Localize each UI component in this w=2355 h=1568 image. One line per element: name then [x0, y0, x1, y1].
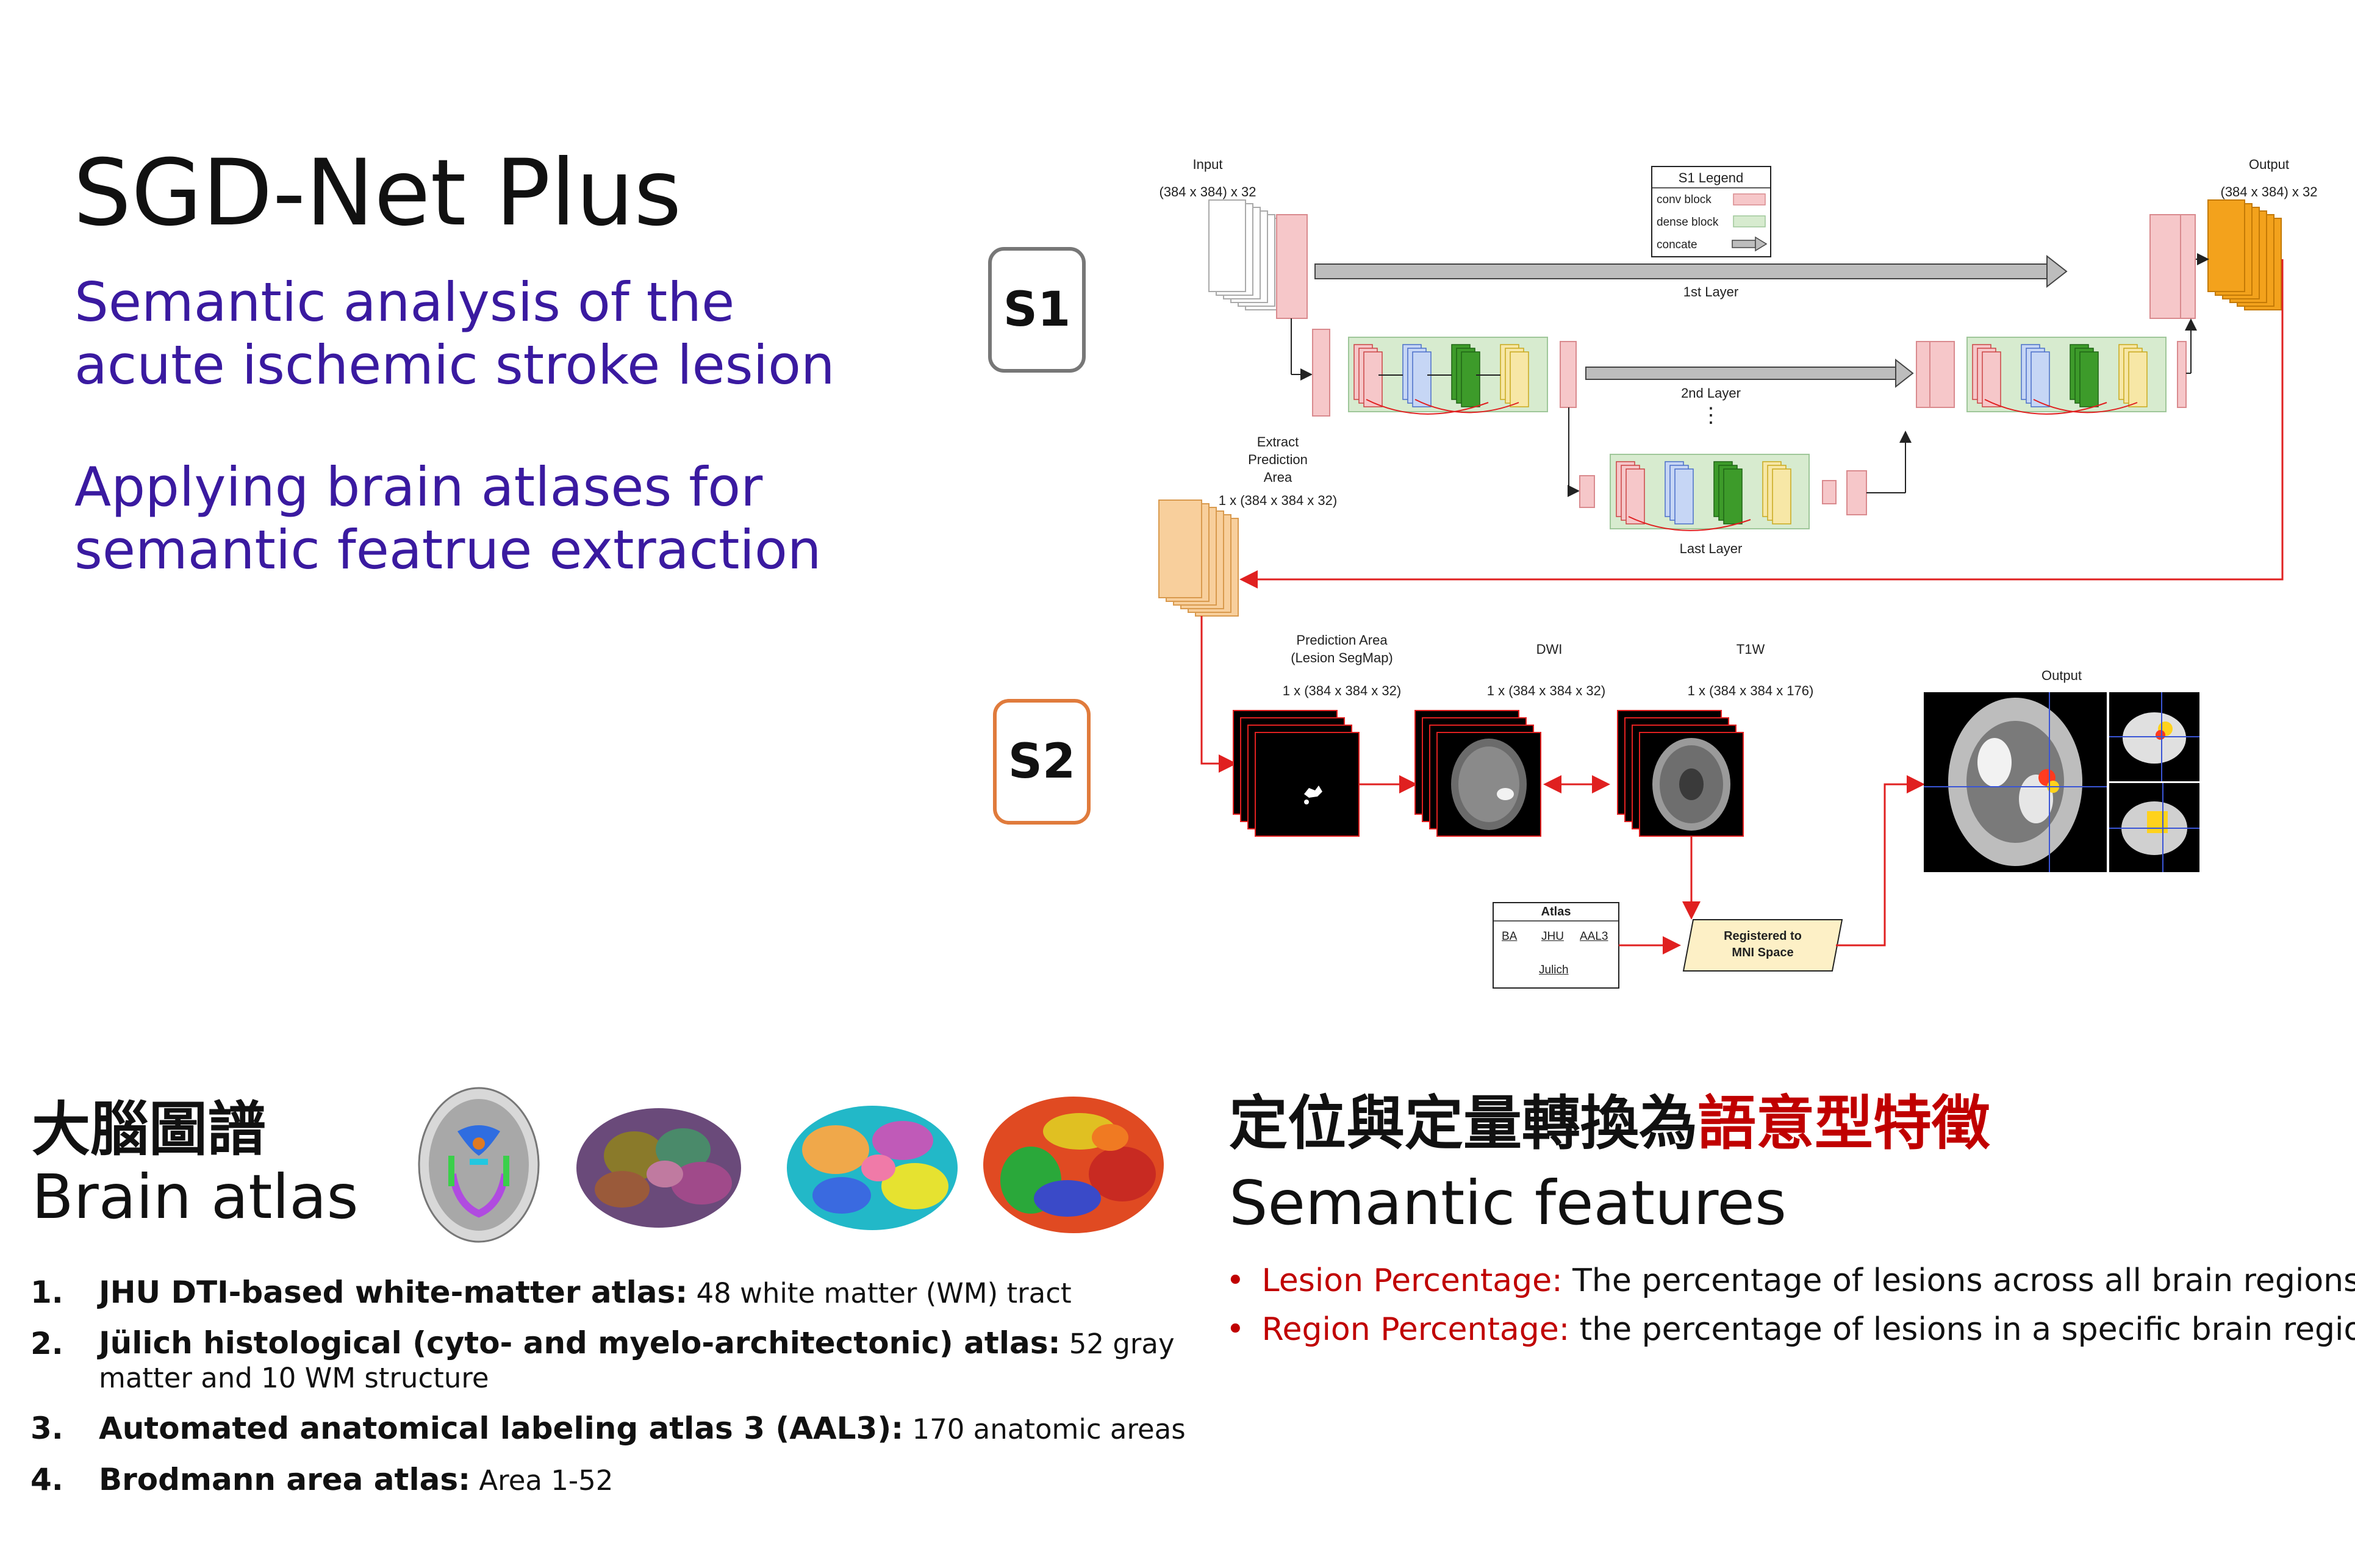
- prediction-area-label: Prediction Area (Lesion SegMap): [1291, 632, 1393, 665]
- atlas-list-item: 3. Automated anatomical labeling atlas 3…: [30, 1410, 1186, 1446]
- subtitle-brain-atlases: Applying brain atlases for semantic feat…: [74, 456, 822, 581]
- t1w-stack: [1617, 710, 1744, 837]
- atlas-item-ba[interactable]: BA: [1502, 930, 1518, 943]
- mni-registration-label: Registered to MNI Space: [1724, 929, 1802, 959]
- atlas-list: 1. JHU DTI-based white-matter atlas: 48 …: [30, 1275, 1189, 1513]
- legend-conv-block: conv block: [1657, 193, 1712, 206]
- conv-block-l2-dec1: [1916, 341, 1930, 408]
- semantic-features-heading-zh: 定位與定量轉換為語意型特徵: [1229, 1089, 1990, 1158]
- atlas-box-title: Atlas: [1541, 905, 1571, 918]
- output-brain-panel: [1924, 692, 2199, 872]
- conv-block-l1-dec: [2149, 214, 2181, 319]
- julich-atlas-brain-image: [576, 1108, 741, 1228]
- jhu-atlas-brain-image: [418, 1087, 540, 1243]
- conv-block-l2-enc: [1312, 329, 1330, 417]
- legend-concate: concate: [1657, 238, 1697, 251]
- conv-block-last-dec1: [1822, 480, 1837, 504]
- dense-block-l2-enc-slices: [1353, 344, 1529, 415]
- atlas-list-item: 2. Jülich histological (cyto- and myelo-…: [30, 1325, 1175, 1394]
- atlas-item-jhu[interactable]: JHU: [1541, 930, 1564, 943]
- conv-block-last-enc: [1579, 475, 1595, 508]
- stage-s1-badge: S1: [988, 247, 1086, 373]
- sgdnet-diagram: [1158, 166, 2284, 989]
- dwi-label: DWI: [1536, 642, 1563, 657]
- dense-block-l2-dec-slices: [1972, 344, 2148, 415]
- last-layer-label: Last Layer: [1679, 541, 1743, 556]
- conv-block-l1-enc: [1276, 214, 1308, 319]
- conv-block-l2-dec2: [1929, 341, 1955, 408]
- s1-input-label: Input: [1192, 157, 1223, 172]
- extract-prediction-stack: [1158, 499, 1239, 617]
- dwi-dims: 1 x (384 x 384 x 32): [1486, 683, 1606, 698]
- atlas-box: [1493, 902, 1619, 989]
- atlas-item-julich[interactable]: Julich: [1539, 964, 1569, 976]
- input-volume-stack: [1208, 199, 1283, 310]
- s2-output-label: Output: [2041, 668, 2082, 683]
- aal3-atlas-brain-image: [787, 1106, 958, 1230]
- conv-block-last-dec2: [1846, 470, 1867, 515]
- extract-prediction-label: Extract Prediction Area: [1248, 434, 1308, 485]
- extract-prediction-dims: 1 x (384 x 384 x 32): [1218, 493, 1338, 508]
- conv-block-l2-dec3: [2177, 341, 2187, 408]
- s1-output-label: Output: [2248, 157, 2290, 172]
- legend-dense-block: dense block: [1657, 216, 1719, 229]
- feature-bullet-lesion: •Lesion Percentage: The percentage of le…: [1226, 1262, 2355, 1299]
- brain-atlas-heading-zh: 大腦圖譜: [32, 1095, 266, 1164]
- page-title: SGD-Net Plus: [73, 140, 682, 246]
- s1-legend: [1651, 166, 1771, 257]
- dwi-stack: [1414, 710, 1541, 837]
- legend-title: S1 Legend: [1678, 170, 1744, 185]
- layer-ellipsis: ⋮: [1701, 404, 1721, 427]
- lesion-segmap-stack: [1233, 710, 1360, 837]
- concat-arrow-l1: [1314, 254, 2068, 288]
- s1-output-dims: (384 x 384) x 32: [2220, 184, 2318, 199]
- subtitle-semantic-analysis: Semantic analysis of the acute ischemic …: [74, 271, 835, 396]
- output-volume-stack: [2207, 199, 2282, 310]
- atlas-brain-images: [418, 1087, 1164, 1243]
- brain-atlas-heading-en: Brain atlas: [32, 1161, 359, 1233]
- semantic-features-list: •Lesion Percentage: The percentage of le…: [1226, 1262, 2355, 1360]
- prediction-area-dims: 1 x (384 x 384 x 32): [1282, 683, 1402, 698]
- conv-block-l2-pool: [1560, 341, 1577, 408]
- atlas-list-item: 4. Brodmann area atlas: Area 1-52: [30, 1461, 614, 1497]
- layer-2-label: 2nd Layer: [1681, 385, 1741, 401]
- s1-input-dims: (384 x 384) x 32: [1159, 184, 1256, 199]
- atlas-item-aal3[interactable]: AAL3: [1580, 930, 1608, 943]
- conv-block-l1-dec2: [2180, 214, 2196, 319]
- t1w-dims: 1 x (384 x 384 x 176): [1687, 683, 1814, 698]
- t1w-label: T1W: [1736, 642, 1765, 657]
- brodmann-atlas-brain-image: [983, 1097, 1164, 1233]
- atlas-list-item: 1. JHU DTI-based white-matter atlas: 48 …: [30, 1275, 1072, 1310]
- feature-bullet-region: •Region Percentage: the percentage of le…: [1226, 1311, 2355, 1348]
- mni-registration-box: [1682, 919, 1843, 972]
- semantic-features-heading-en: Semantic features: [1229, 1167, 1787, 1239]
- stage-s2-badge: S2: [993, 699, 1091, 825]
- dense-block-last-slices: [1616, 461, 1791, 531]
- layer-1-label: 1st Layer: [1683, 284, 1739, 299]
- concat-arrow-l2: [1585, 358, 1914, 388]
